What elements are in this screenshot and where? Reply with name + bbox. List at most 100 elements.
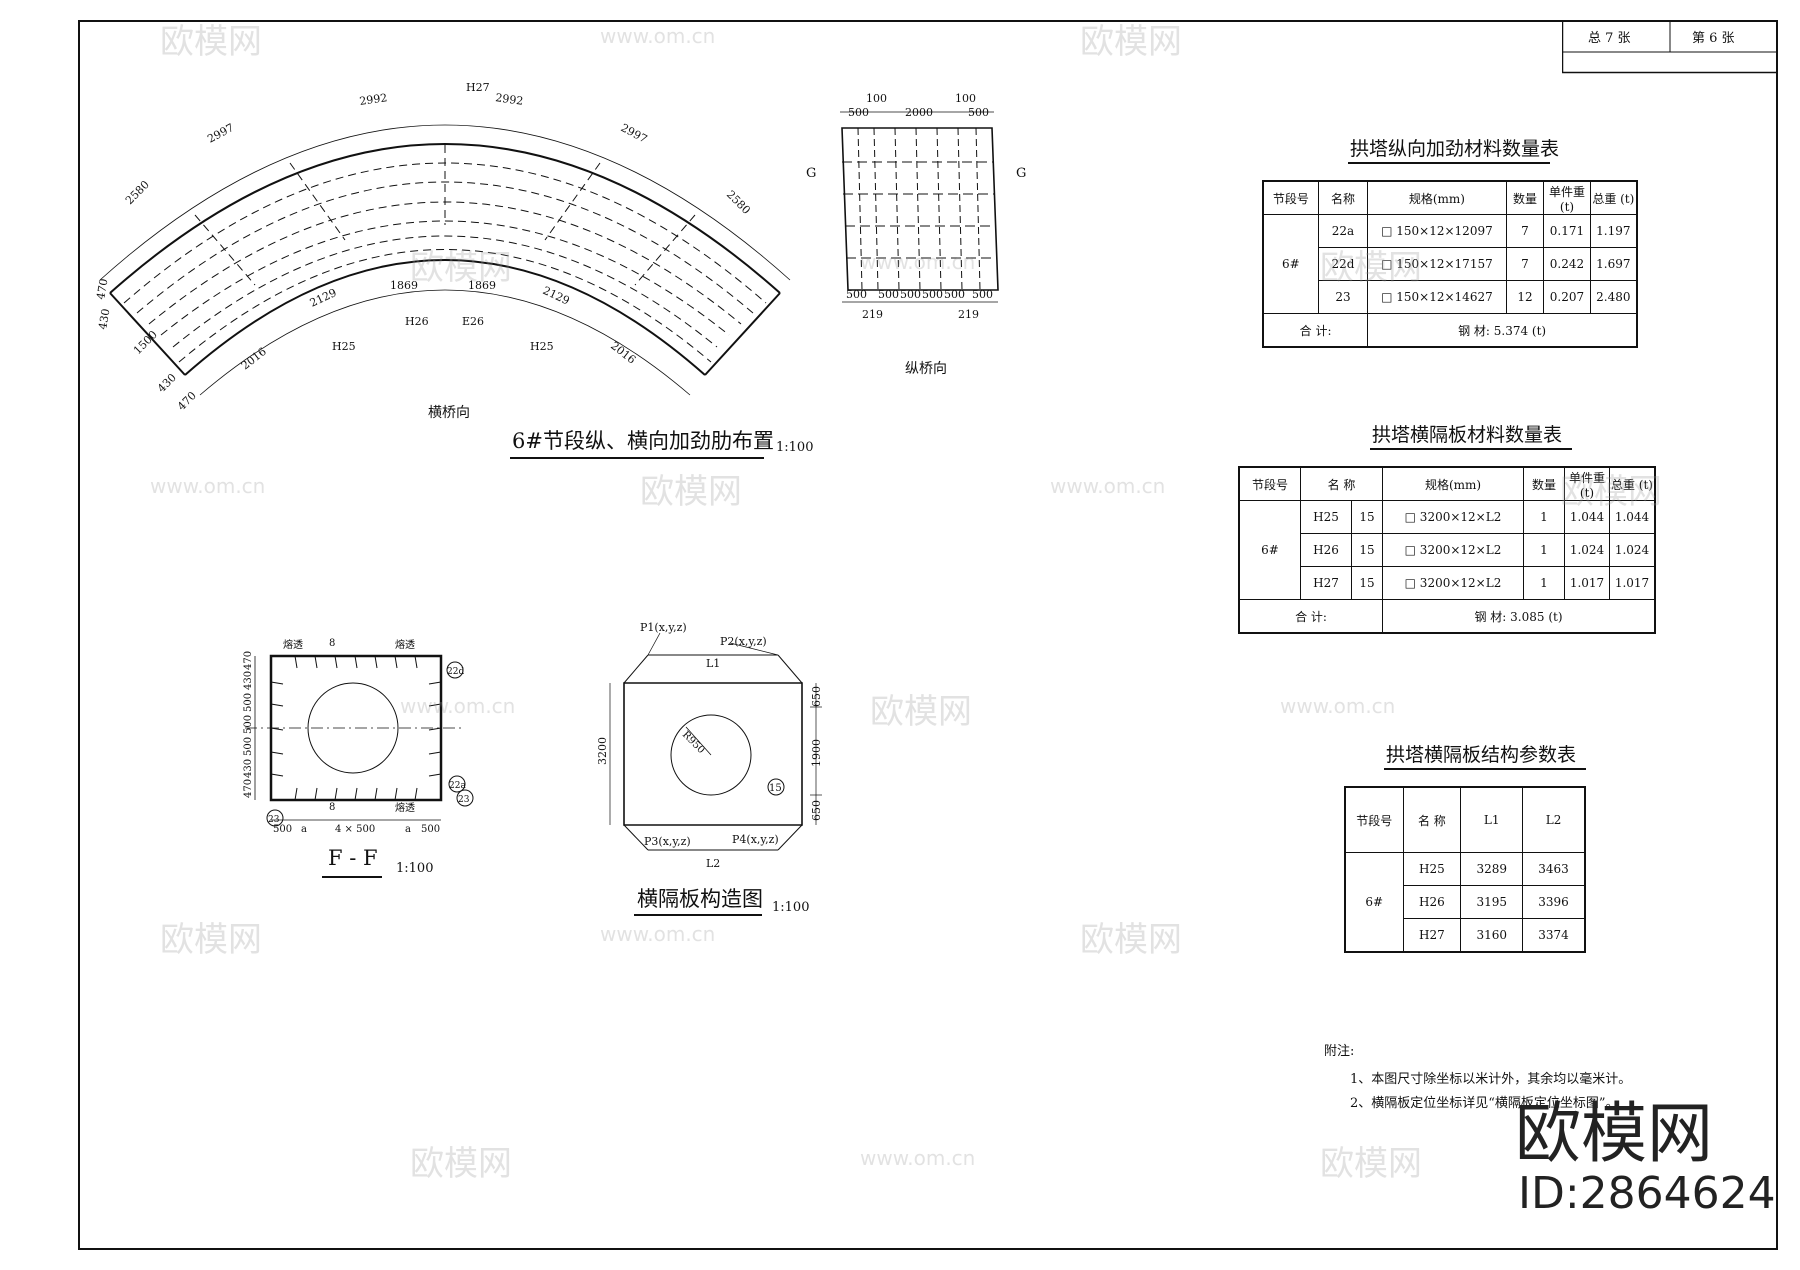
table2-cell: H25 [1300,500,1352,534]
table1-sum-label: 合 计: [1262,313,1369,348]
arch-title: 6#节段纵、横向加劲肋布置 [512,429,774,453]
table3-cell: 3374 [1522,918,1586,953]
table2-cell: 15 [1350,566,1384,600]
ff-left-dim: 470 [243,651,254,670]
ff-bottom-dim: 4 × 500 [335,824,375,835]
arch-title-underline [510,457,764,459]
table-row: H27 15 □ 3200×12×L2 1 1.017 1.017 [1239,566,1656,600]
table1-cell: 0.242 [1543,247,1591,281]
diaphragm-right-dim: 650 [810,686,823,707]
table1-header: 规格(mm) [1367,180,1507,215]
table2-sum-label: 合 计: [1238,599,1383,634]
table3-cell: 3195 [1460,885,1524,919]
ff-scale: 1:100 [396,861,434,876]
table1-cell: 0.171 [1543,214,1591,248]
section-ff: 470 430 500 500 500 430 470 500 a 4 × 50… [243,638,474,835]
table2-cell: 1 [1523,566,1565,600]
table-row: 22d □ 150×12×17157 7 0.242 1.697 [1263,247,1638,281]
table3-title: 拱塔横隔板结构参数表 [1386,744,1577,766]
side-top-dim: 2000 [905,106,933,119]
brand-logo: 欧模网 [1515,1095,1713,1172]
arch-stiffener-layout: 2580 2997 2992 2992 2997 2580 2016 2129 … [94,81,791,413]
arch-side-dim: 430 [155,371,179,395]
table2-cell: □ 3200×12×L2 [1382,566,1524,600]
table2-cell: H26 [1300,533,1352,567]
ff-left-dim: 500 [243,693,254,712]
table3-header: L1 [1460,786,1524,853]
table3-cell: 3463 [1522,852,1586,886]
ff-bottom-dim: 500 [273,824,292,835]
ff-callout: 23 [458,795,470,805]
longitudinal-view: 100 100 500 2000 500 500 500 500 500 500… [840,92,999,321]
arch-inner-dim: 2016 [239,345,269,372]
table2-header: 节段号 [1238,466,1301,501]
table2-title-underline [1370,448,1572,450]
table1-cell: 1.697 [1589,247,1638,281]
table1-sum-value: 钢 材: 5.374 (t) [1367,313,1638,348]
ff-callout: 23 [268,815,280,825]
table1-cell: 7 [1505,214,1545,248]
arch-outer-dim: 2580 [123,178,152,207]
diaphragm-height: 3200 [596,737,609,765]
table2-cell: 1.044 [1609,500,1656,534]
table1-cell: 22a [1317,214,1369,248]
sheet-total: 总 7 张 [1588,31,1631,46]
table2-cell: 1.024 [1564,533,1610,567]
table2-cell: □ 3200×12×L2 [1382,500,1524,534]
side-bottom-offset: 219 [862,308,883,321]
notes-heading: 附注: [1324,1044,1355,1059]
table-row: H26 3195 3396 [1345,885,1586,919]
arch-outer-dim: 2997 [205,121,236,146]
ff-title: F - F [328,846,378,870]
table1-header: 总重 (t) [1589,180,1638,215]
side-bottom-dim: 500 [944,288,965,301]
side-top-dim: 100 [955,92,976,105]
arch-rib-label: E26 [462,315,484,328]
arch-rib-label: H25 [530,340,554,353]
table3-header: 节段号 [1344,786,1404,853]
diaphragm-part: 15 [769,783,782,794]
model-id: ID:2864624 [1518,1168,1776,1219]
table2: 节段号 名 称 规格(mm) 数量 单件重 (t) 总重 (t) 6# H25 … [1238,466,1656,634]
table2-cell: □ 3200×12×L2 [1382,533,1524,567]
table1-cell: □ 150×12×12097 [1367,214,1507,248]
side-top-dim: 100 [866,92,887,105]
arch-scale: 1:100 [776,440,814,455]
drawing-frame [78,20,1778,1250]
table3-cell: 3160 [1460,918,1524,953]
ff-weld-size: 8 [329,638,335,649]
ff-weld-label: 熔透 [395,801,415,814]
table-row: 6# 22a □ 150×12×12097 7 0.171 1.197 [1262,214,1638,314]
side-bottom-dim: 500 [972,288,993,301]
table2-header: 规格(mm) [1382,466,1524,501]
table-row: 6# H25 3289 3463 [1344,852,1586,953]
table1-cell: 2.480 [1589,280,1638,314]
diaphragm-right-dim: 650 [810,800,823,821]
table2-cell: 1.017 [1609,566,1656,600]
table2-sum-value: 钢 材: 3.085 (t) [1382,599,1656,634]
arch-inner-dim: 2016 [608,339,638,366]
diaphragm-L1: L1 [706,657,720,670]
diaphragm-L2: L2 [706,857,720,870]
table1-segment: 6# [1262,214,1319,314]
side-bottom-dim: 500 [922,288,943,301]
arch-outer-dim: 2992 [495,91,525,108]
ff-left-dim: 500 [243,737,254,756]
table1-cell: 22d [1317,247,1369,281]
arch-rib-label: H25 [332,340,356,353]
diaphragm-hole: R950 [680,729,707,756]
arch-rib-label: H27 [466,81,490,94]
table1-cell: 7 [1505,247,1545,281]
note-item: 2、横隔板定位坐标详见“横隔板定位坐标图”。 [1350,1096,1619,1111]
table1-cell: 0.207 [1543,280,1591,314]
table1-header: 节段号 [1262,180,1319,215]
diaphragm-point: P2(x,y,z) [720,635,767,648]
diaphragm-point: P4(x,y,z) [732,833,779,846]
table3-header: 名 称 [1402,786,1462,853]
table2-segment: 6# [1238,500,1301,600]
table3-cell: H26 [1402,885,1462,919]
table1-header: 名称 [1317,180,1369,215]
table3-segment: 6# [1344,852,1404,953]
ff-callout: 22d [447,667,464,677]
table3-cell: 3396 [1522,885,1586,919]
